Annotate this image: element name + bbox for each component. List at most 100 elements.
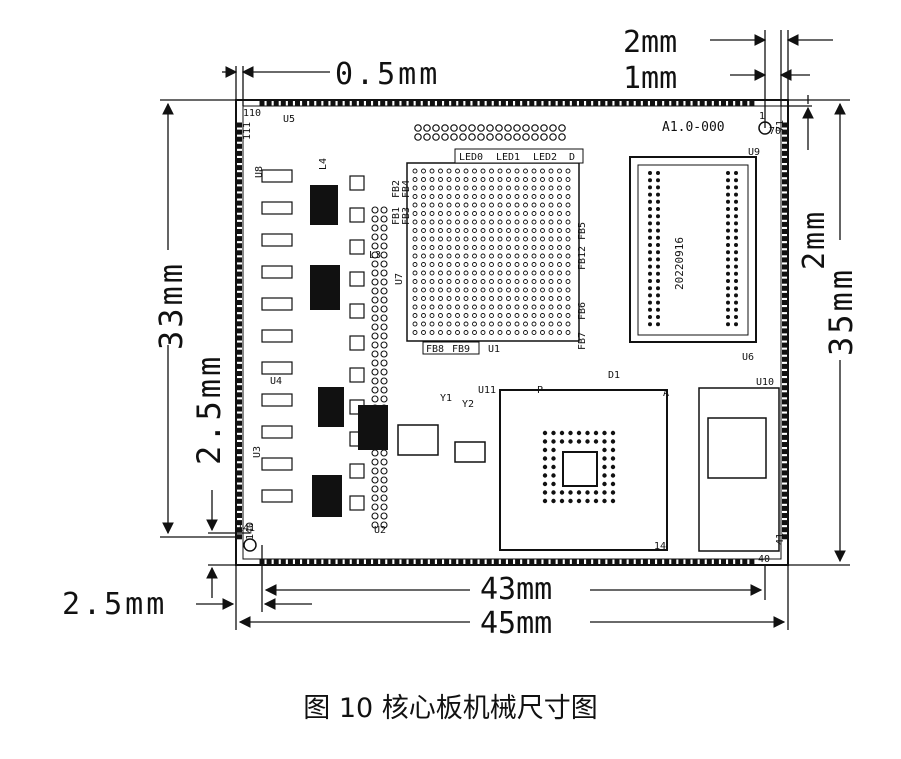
bga-ball [531,313,537,318]
bga-ball [412,236,418,242]
bga-ball [489,236,494,242]
bga-ball [523,262,528,267]
bga-ball [429,219,435,225]
edge-pad [266,101,272,106]
dim-bottom-43: 43mm [480,572,552,607]
bga-ball [542,430,548,436]
ref-u7: U7 [394,273,405,285]
edge-pad [237,349,242,355]
bga-ball [514,330,520,335]
module-pin [726,286,730,291]
via-pad [380,233,388,241]
smd-part [261,297,293,311]
bga-ball [446,270,452,276]
edge-pad [237,200,242,206]
bga-ball [565,253,571,259]
bga-ball [514,177,520,182]
edge-pad [366,101,371,106]
smd-part [349,175,365,191]
edge-pad [721,559,726,564]
bga-ball [421,219,426,225]
bga-ball [540,304,545,310]
bga-ball [489,185,494,191]
bga-ball [463,194,469,199]
bga-ball [559,439,565,444]
module-pin [648,228,652,233]
edge-pad [782,434,787,440]
bga-ball [455,296,460,301]
bga-ball [421,287,426,293]
bga-ball [455,313,460,318]
via-pad [380,341,388,349]
bga-ball [421,211,426,216]
edge-pad [273,559,279,564]
bga-ball [523,219,528,225]
bga-ball [506,168,511,174]
edge-pad [237,314,242,320]
bga-ball [472,185,477,191]
bga-ball [514,202,520,208]
bga-ball [421,194,426,199]
edge-pad [493,101,499,106]
edge-pad [782,292,787,298]
bga-ball [472,253,477,259]
bga-ball [497,219,503,225]
bga-ball [463,313,469,318]
bga-ball [585,430,590,436]
edge-pad [259,101,265,106]
bga-ball [497,296,503,301]
bga-ball [565,330,571,335]
bga-ball [565,236,571,242]
edge-pad [237,292,242,298]
edge-pad [782,136,787,142]
edge-pad [557,559,563,564]
bga-ball [412,219,418,225]
bga-ball [540,168,545,174]
edge-pad [237,143,242,149]
bga-ball [514,313,520,318]
bga-ball [548,321,554,327]
bga-ball [531,211,537,216]
edge-pad [782,349,787,355]
bga-ball [472,287,477,293]
via-pad [380,278,388,286]
bga-ball [514,321,520,327]
via-pad [380,269,388,277]
module-pin [734,264,738,269]
module-pin [648,279,652,283]
bga-ball [497,321,503,327]
bga-ball [565,270,571,276]
edge-pad [237,505,242,511]
bga-ball [429,185,435,191]
edge-pad [536,559,542,564]
bga-ball [489,330,494,335]
bga-ball [523,202,528,208]
edge-pad [782,179,787,185]
edge-pad [550,101,556,106]
bga-ball [480,262,486,267]
ref-u8: U8 [254,166,265,178]
module-pin [648,221,652,226]
bga-ball [514,279,520,284]
bga-ball [463,185,469,191]
edge-pad [408,559,414,564]
bga-ball [531,321,537,327]
bga-ball [446,304,452,310]
edge-pad [782,442,787,447]
edge-pad [664,559,670,564]
edge-pad [309,101,315,106]
via-pad [371,269,379,277]
bga-ball [497,168,503,174]
bga-ball [610,490,616,495]
bga-ball [455,211,460,216]
edge-pad [429,559,435,564]
bga-ball [557,228,562,233]
bga-ball [438,304,443,310]
bga-ball [523,245,528,250]
bga-ball [463,270,469,276]
bga-ball [429,262,435,267]
edge-pad [415,101,421,106]
module-pin [648,322,652,327]
edge-pad [635,559,641,564]
edge-pad [782,300,787,305]
